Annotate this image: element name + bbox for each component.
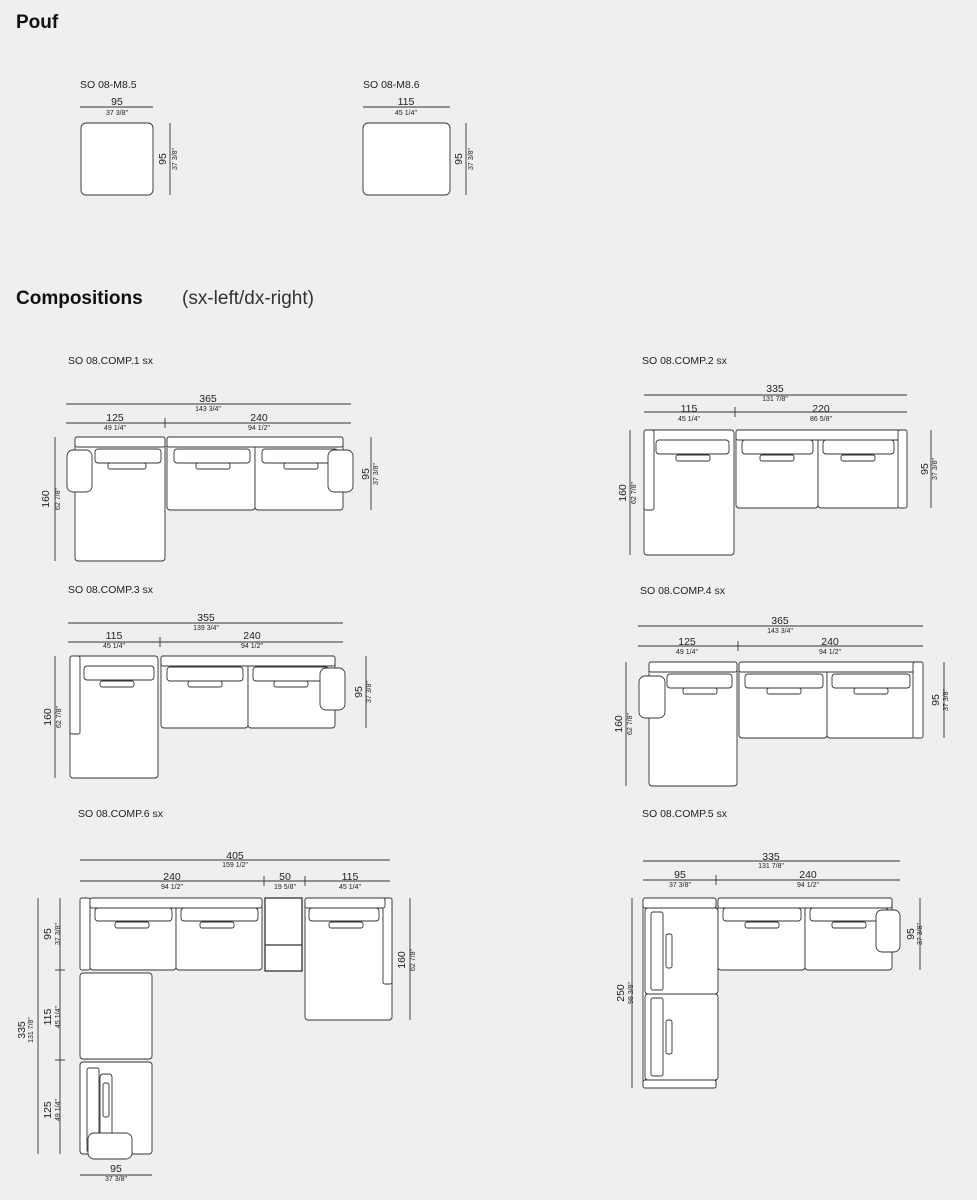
total-width-cm: 365 [771, 615, 789, 627]
left-segment-in: 37 3/8" [55, 923, 62, 945]
segment-width-in: 45 1/4" [339, 884, 361, 891]
total-width-cm: 355 [197, 612, 215, 624]
back-depth-cm: 95 [905, 928, 917, 940]
segment-width-in: 86 5/8" [810, 416, 832, 423]
back-depth-cm: 95 [919, 463, 931, 475]
depth-cm: 160 [42, 708, 54, 726]
pouf-width-in: 37 3/8" [106, 110, 128, 117]
total-width-cm: 335 [762, 851, 780, 863]
total-width-in: 131 7/8" [762, 396, 788, 403]
depth-in: 62 7/8" [627, 713, 634, 735]
comp3-drawing: 355 139 3/4" 115 45 1/4" 240 94 1/2" 160… [42, 612, 373, 779]
segment-width-cm: 240 [250, 412, 268, 424]
pouf-code: SO 08-M8.5 [80, 79, 137, 91]
left-total-cm: 335 [16, 1021, 28, 1039]
composition-code: SO 08.COMP.2 sx [642, 355, 728, 367]
segment-width-cm: 240 [163, 871, 181, 883]
right-depth-cm: 160 [396, 951, 408, 969]
total-width-in: 131 7/8" [758, 863, 784, 870]
back-depth-in: 37 3/8" [366, 681, 373, 703]
right-depth-in: 62 7/8" [410, 949, 417, 971]
pouf-depth-cm: 95 [157, 153, 169, 165]
pouf-depth-cm: 95 [453, 153, 465, 165]
composition-code: SO 08.COMP.6 sx [78, 808, 164, 820]
segment-width-cm: 240 [243, 630, 261, 642]
left-total-in: 131 7/8" [28, 1017, 35, 1043]
composition-code: SO 08.COMP.1 sx [68, 355, 154, 367]
segment-width-in: 37 3/8" [669, 882, 691, 889]
segment-width-cm: 115 [681, 403, 698, 415]
back-depth-cm: 95 [360, 468, 372, 480]
pouf-width-cm: 115 [398, 96, 415, 108]
compositions-section-title: Compositions [16, 288, 143, 309]
segment-width-in: 94 1/2" [248, 425, 270, 432]
back-depth-cm: 95 [930, 694, 942, 706]
comp4-drawing: 365 143 3/4" 125 49 1/4" 240 94 1/2" 160… [613, 615, 950, 787]
composition-code: SO 08.COMP.5 sx [642, 808, 728, 820]
bottom-width-cm: 95 [110, 1163, 122, 1175]
depth-in: 62 7/8" [631, 482, 638, 504]
back-depth-in: 37 3/8" [943, 689, 950, 711]
segment-width-cm: 220 [812, 403, 830, 415]
compositions-orientation-note: (sx-left/dx-right) [182, 288, 314, 309]
back-depth-in: 37 3/8" [917, 923, 924, 945]
segment-width-cm: 50 [279, 871, 291, 883]
total-width-cm: 405 [226, 850, 244, 862]
segment-width-cm: 95 [674, 869, 686, 881]
total-width-in: 143 3/4" [195, 406, 221, 413]
pouf-section-title: Pouf [16, 12, 59, 33]
back-depth-cm: 95 [353, 686, 365, 698]
segment-width-cm: 240 [821, 636, 839, 648]
left-segment-in: 45 1/4" [55, 1006, 62, 1028]
back-depth-in: 37 3/8" [932, 458, 939, 480]
back-depth-in: 37 3/8" [373, 463, 380, 485]
segment-width-cm: 240 [799, 869, 817, 881]
total-width-in: 159 1/2" [222, 862, 248, 869]
segment-width-in: 94 1/2" [241, 643, 263, 650]
composition-code: SO 08.COMP.4 sx [640, 585, 726, 597]
pouf-code: SO 08-M8.6 [363, 79, 420, 91]
left-segment-cm: 115 [42, 1008, 54, 1025]
bottom-width-in: 37 3/8" [105, 1176, 127, 1183]
segment-width-in: 94 1/2" [797, 882, 819, 889]
comp2-drawing: 335 131 7/8" 115 45 1/4" 220 86 5/8" 160… [617, 383, 939, 556]
segment-width-cm: 115 [106, 630, 123, 642]
comp5-drawing: 335 131 7/8" 95 37 3/8" 240 94 1/2" 250 … [615, 851, 924, 1089]
segment-width-in: 45 1/4" [678, 416, 700, 423]
segment-width-cm: 125 [678, 636, 696, 648]
total-width-cm: 365 [199, 393, 217, 405]
pouf-m8-6-drawing: 115 45 1/4" 95 37 3/8" [362, 96, 475, 196]
depth-in: 98 3/8" [628, 982, 635, 1004]
segment-width-in: 94 1/2" [819, 649, 841, 656]
total-width-cm: 335 [766, 383, 784, 395]
left-segment-cm: 95 [42, 928, 54, 940]
depth-cm: 160 [617, 484, 629, 502]
segment-width-in: 94 1/2" [161, 884, 183, 891]
total-width-in: 143 3/4" [767, 628, 793, 635]
comp1-drawing: 365 143 3/4" 125 49 1/4" 240 94 1/2" 160… [40, 393, 380, 562]
depth-in: 62 7/8" [55, 488, 62, 510]
pouf-m8-5-drawing: 95 37 3/8" 95 37 3/8" [80, 96, 179, 196]
comp6-drawing: 405 159 1/2" 240 94 1/2" 50 19 5/8" 115 … [16, 850, 417, 1183]
pouf-width-in: 45 1/4" [395, 110, 417, 117]
segment-width-in: 45 1/4" [103, 643, 125, 650]
composition-code: SO 08.COMP.3 sx [68, 584, 154, 596]
segment-width-in: 49 1/4" [104, 425, 126, 432]
pouf-width-cm: 95 [111, 96, 123, 108]
depth-cm: 250 [615, 984, 627, 1002]
segment-width-cm: 115 [342, 871, 359, 883]
segment-width-in: 49 1/4" [676, 649, 698, 656]
left-segment-cm: 125 [42, 1101, 54, 1119]
depth-cm: 160 [613, 715, 625, 733]
segment-width-cm: 125 [106, 412, 124, 424]
segment-width-in: 19 5/8" [274, 884, 296, 891]
total-width-in: 139 3/4" [193, 625, 219, 632]
depth-in: 62 7/8" [56, 706, 63, 728]
pouf-depth-in: 37 3/8" [468, 148, 475, 170]
pouf-depth-in: 37 3/8" [172, 148, 179, 170]
depth-cm: 160 [40, 490, 52, 508]
left-segment-in: 49 1/4" [55, 1099, 62, 1121]
